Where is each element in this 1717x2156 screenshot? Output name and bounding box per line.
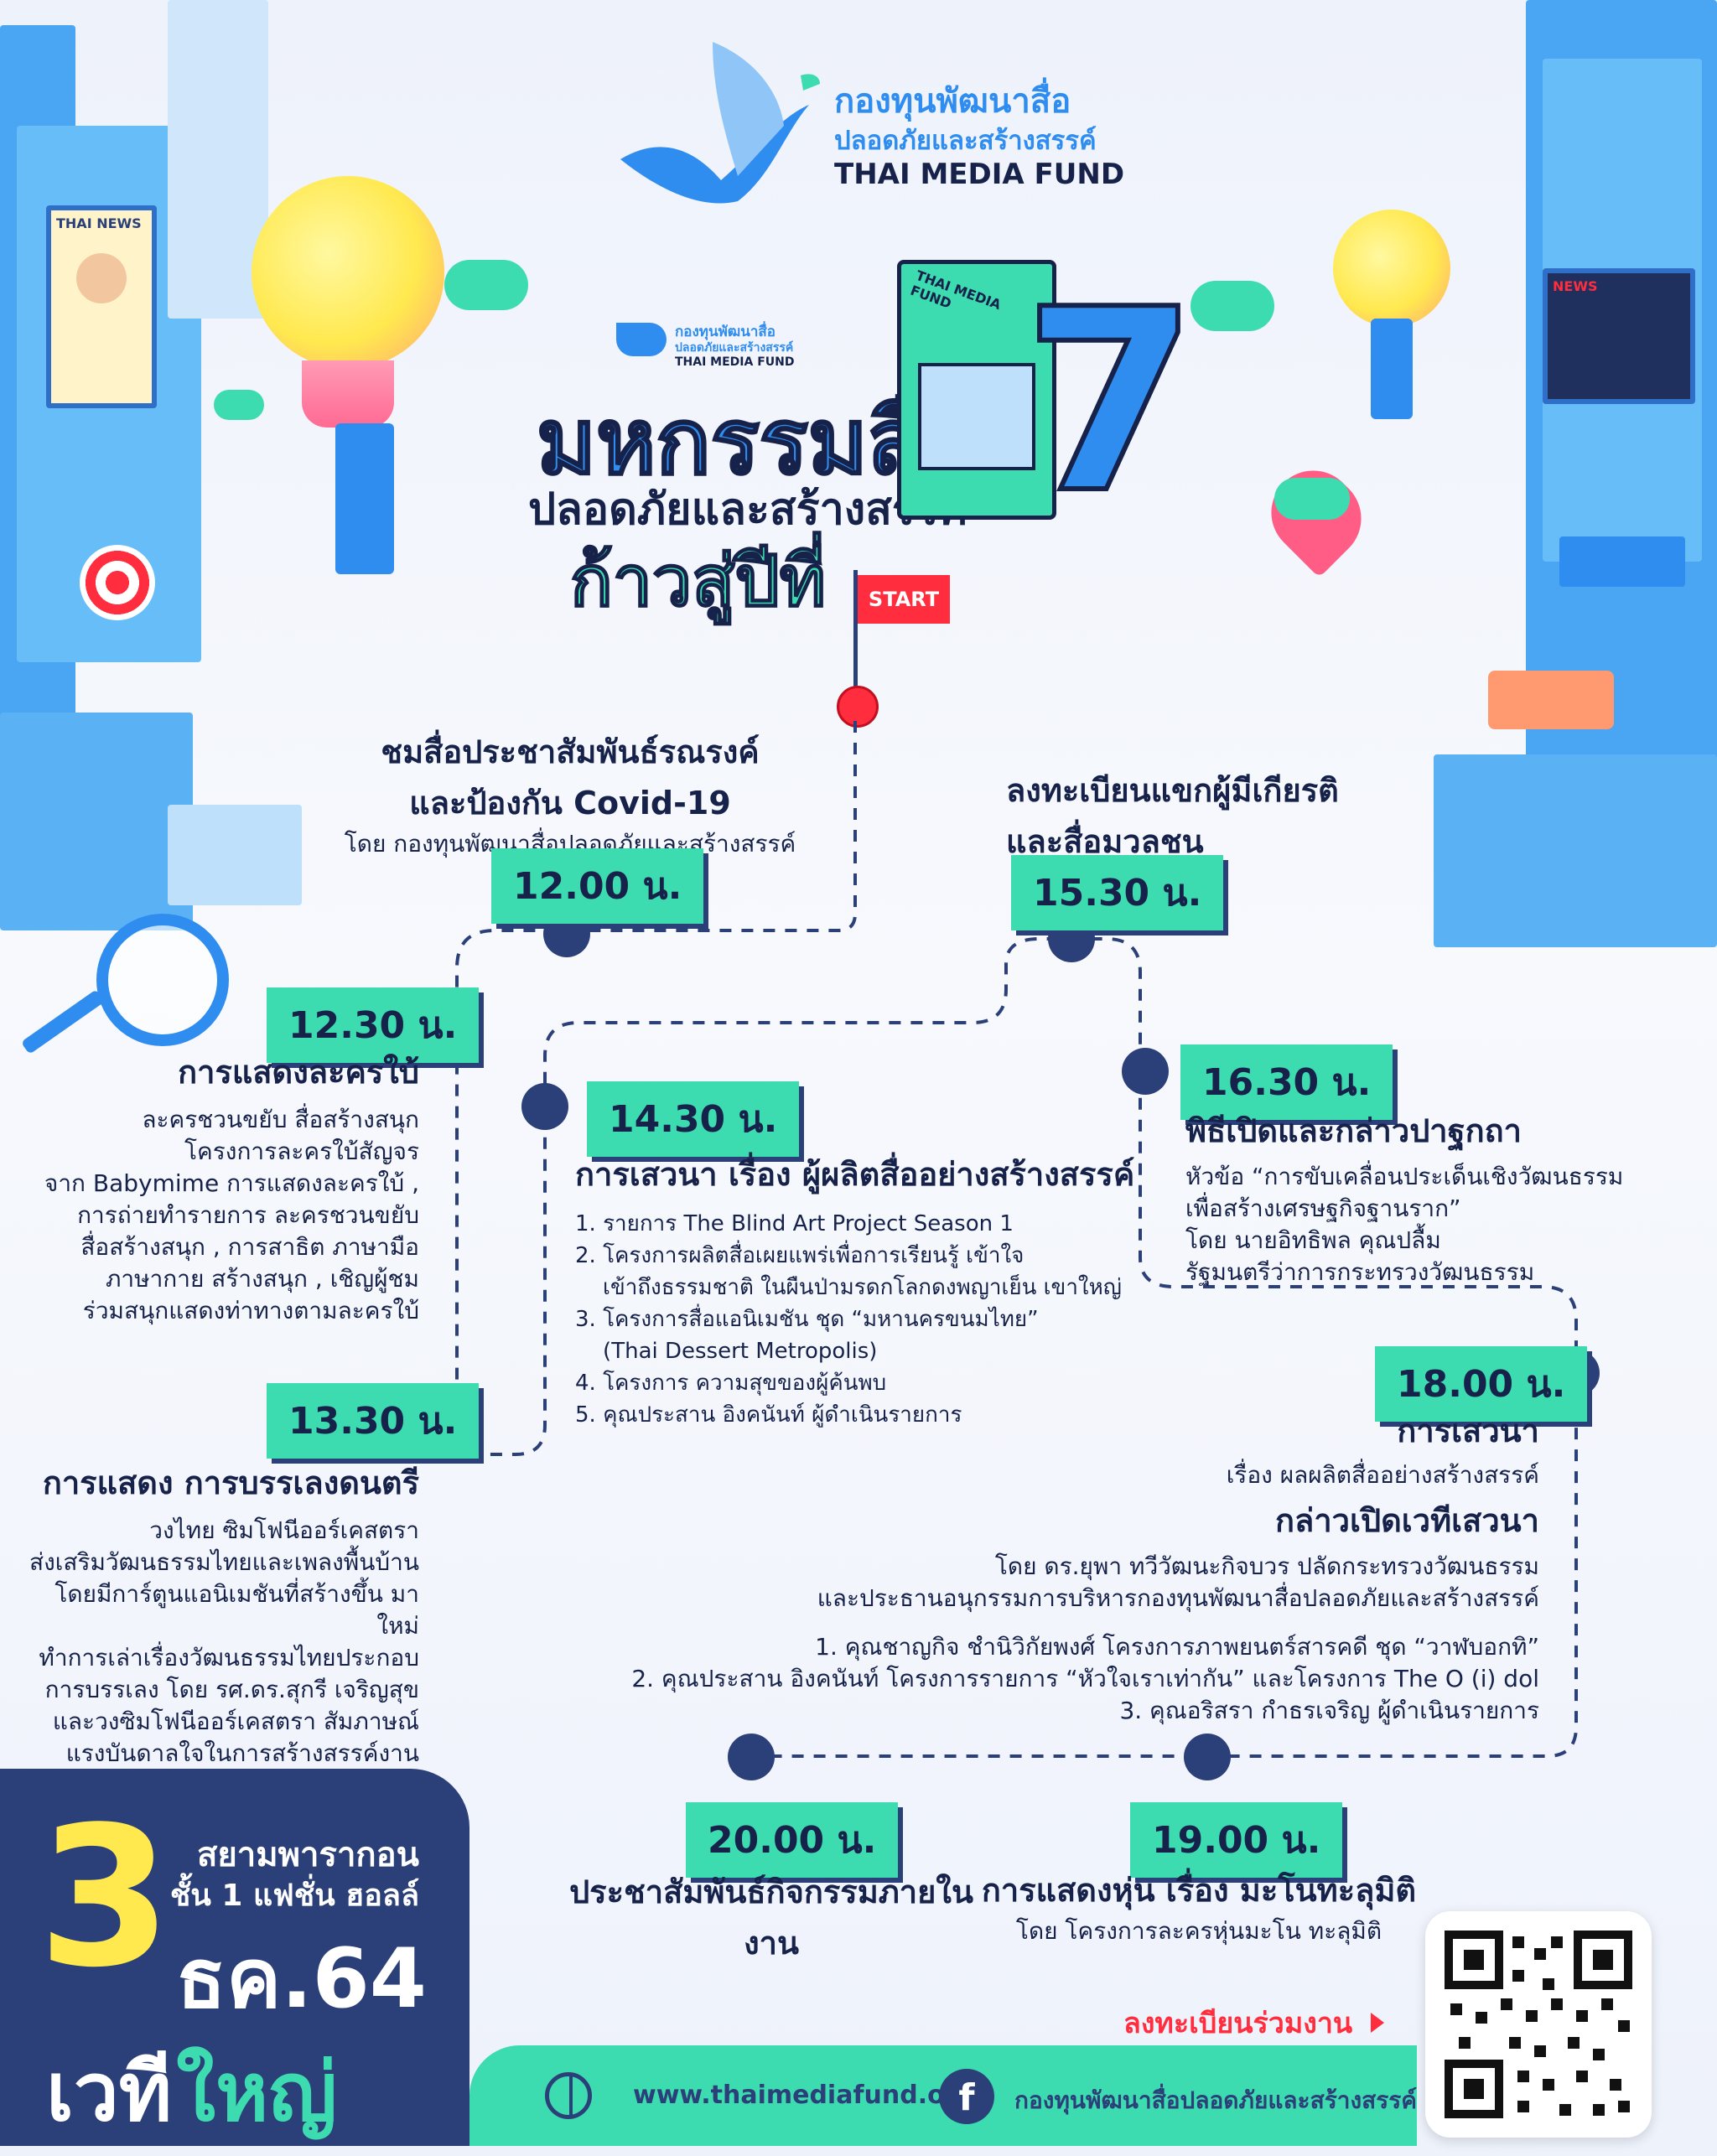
brand-name-english: THAI MEDIA FUND bbox=[834, 158, 1125, 191]
event-title: การแสดงละครใบ้ bbox=[178, 1054, 419, 1091]
event-title: การแสดงหุ่น เรื่อง มะโนทะลุมิติ bbox=[981, 1872, 1417, 1909]
globe-icon bbox=[545, 2072, 592, 2119]
timeline-dot-1900 bbox=[1184, 1734, 1231, 1780]
event-title-logo: กองทุนพัฒนาสื่อ ปลอดภัยและสร้างสรรค์ THA… bbox=[520, 243, 1201, 623]
timeline-dot-1430 bbox=[521, 1083, 568, 1130]
stage-label: เวที ใหญ่ bbox=[46, 2045, 338, 2139]
small-dove-icon bbox=[616, 323, 667, 356]
venue-name: สยามพารากอน bbox=[196, 1836, 419, 1874]
time-badge-1430: 14.30 น. bbox=[587, 1081, 800, 1157]
news-billboard: NEWS bbox=[1543, 268, 1695, 404]
event-title: การแสดง การบรรเลงดนตรี bbox=[42, 1464, 419, 1501]
event-title-2: กล่าวเปิดเวทีเสวนา bbox=[1275, 1502, 1539, 1539]
event-title: การเสวนา เรื่อง ผู้ผลิตสื่ออย่างสร้างสรร… bbox=[575, 1156, 1135, 1193]
date-venue-panel: 3 สยามพารากอน ชั้น 1 แฟชั่น ฮอลล์ ธค.64 … bbox=[0, 1769, 469, 2146]
city-illustration-left: THAI NEWS bbox=[0, 0, 528, 1055]
event-title: ลงทะเบียนแขกผู้มีเกียรติ bbox=[1006, 772, 1339, 809]
brand-name-thai-2: ปลอดภัยและสร้างสรรค์ bbox=[834, 126, 1097, 156]
start-dot bbox=[837, 686, 879, 728]
event-1630: พิธีเปิดและกล่าวปาฐกถา หัวข้อ “การขับเคล… bbox=[1185, 1105, 1705, 1288]
event-2000: ประชาสัมพันธ์กิจกรรมภายในงาน bbox=[545, 1866, 998, 1968]
qr-code[interactable] bbox=[1425, 1911, 1652, 2138]
event-1900: การแสดงหุ่น เรื่อง มะโนทะลุมิติ โดย โครง… bbox=[964, 1864, 1434, 1947]
event-1800: การเสวนา เรื่อง ผลผลิตสื่ออย่างสร้างสรรค… bbox=[537, 1405, 1539, 1727]
event-day: 3 bbox=[38, 1786, 173, 2010]
dove-logo-icon bbox=[620, 42, 820, 204]
time-badge-1800: 18.00 น. bbox=[1375, 1346, 1588, 1422]
facebook-link[interactable]: กองทุนพัฒนาสื่อปลอดภัยและสร้างสรรค์ bbox=[1014, 2086, 1418, 2114]
event-subtitle: ปลอดภัยและสร้างสรรค์ bbox=[528, 485, 968, 535]
lightbulb-balloon bbox=[252, 176, 444, 369]
event-1330: การแสดง การบรรเลงดนตรี วงไทย ซิมโฟนีออร์… bbox=[17, 1457, 419, 1770]
thai-news-billboard: THAI NEWS bbox=[46, 205, 157, 408]
event-title: ประชาสัมพันธ์กิจกรรมภายในงาน bbox=[569, 1874, 973, 1962]
lightbulb-balloon-small bbox=[1333, 210, 1450, 327]
event-1230: การแสดงละครใบ้ ละครชวนขยับ สื่อสร้างสนุก… bbox=[34, 1046, 419, 1327]
brand-logo: กองทุนพัฒนาสื่อ ปลอดภัยและสร้างสรรค์ THA… bbox=[612, 25, 1132, 210]
target-icon bbox=[80, 545, 155, 620]
venue-floor: ชั้น 1 แฟชั่น ฮอลล์ bbox=[169, 1879, 419, 1913]
event-title-2: และสื่อมวลชน bbox=[1006, 823, 1204, 860]
event-year-text: ก้าวสู่ปีที่ bbox=[569, 539, 827, 623]
edition-number: 7 bbox=[1020, 256, 1201, 548]
brand-name-thai: กองทุนพัฒนาสื่อ bbox=[834, 82, 1071, 121]
register-link[interactable]: ลงทะเบียนร่วมงาน bbox=[1123, 2000, 1385, 2045]
event-title: การเสวนา bbox=[1397, 1412, 1539, 1449]
time-badge-1630: 16.30 น. bbox=[1180, 1044, 1393, 1120]
event-title-2: และป้องกัน Covid-19 bbox=[409, 785, 731, 821]
time-badge-1200: 12.00 น. bbox=[491, 848, 704, 924]
time-badge-1230: 12.30 น. bbox=[267, 987, 480, 1063]
event-1200: ชมสื่อประชาสัมพันธ์รณรงค์ และป้องกัน Cov… bbox=[319, 726, 822, 860]
event-1430: การเสวนา เรื่อง ผู้ผลิตสื่ออย่างสร้างสรร… bbox=[575, 1148, 1145, 1431]
event-1530: ลงทะเบียนแขกผู้มีเกียรติ และสื่อมวลชน bbox=[1006, 764, 1425, 867]
booth: THAI MEDIA FUND bbox=[897, 260, 1056, 520]
city-illustration-right: NEWS bbox=[1190, 0, 1717, 1006]
timeline-dot-2000 bbox=[728, 1734, 775, 1780]
start-flag-icon: START bbox=[853, 570, 954, 713]
facebook-icon: f bbox=[939, 2069, 994, 2124]
event-month: ธค.64 bbox=[176, 1931, 427, 2027]
website-link[interactable]: www.thaimediafund.or.th bbox=[633, 2081, 993, 2110]
time-badge-2000: 20.00 น. bbox=[686, 1802, 899, 1878]
arrow-right-icon bbox=[1371, 2013, 1385, 2033]
time-badge-1330: 13.30 น. bbox=[267, 1383, 480, 1459]
event-title: ชมสื่อประชาสัมพันธ์รณรงค์ bbox=[381, 733, 760, 770]
time-badge-1900: 19.00 น. bbox=[1130, 1802, 1343, 1878]
timeline-dot-1630 bbox=[1122, 1048, 1169, 1095]
cloud-icon bbox=[444, 260, 528, 310]
time-badge-1530: 15.30 น. bbox=[1011, 855, 1224, 930]
footer-bar: www.thaimediafund.or.th f กองทุนพัฒนาสื่… bbox=[469, 2045, 1417, 2146]
event-title: พิธีเปิดและกล่าวปาฐกถา bbox=[1185, 1112, 1522, 1149]
